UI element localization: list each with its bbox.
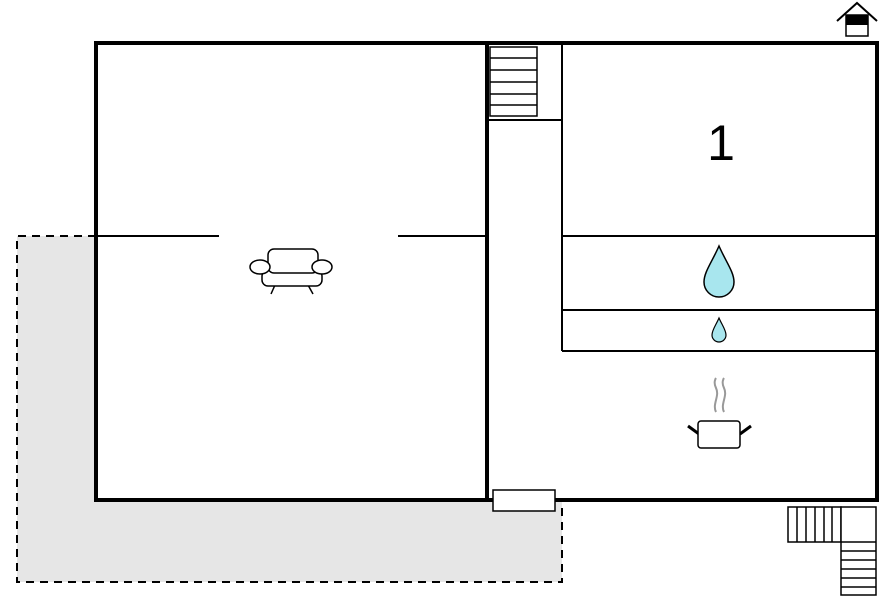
- bedroom-label: 1: [707, 115, 735, 171]
- door-step: [492, 489, 556, 512]
- terrace-outline: [16, 235, 563, 583]
- right-wing: [487, 43, 877, 500]
- water-drop-icon: [703, 244, 735, 298]
- stairs-icon: [489, 46, 538, 117]
- terrace: [17, 236, 562, 582]
- sofa-icon: [249, 248, 333, 295]
- exterior-stairs-icon: [787, 506, 877, 596]
- house-entrance-icon: [836, 1, 878, 37]
- cooking-pot-icon: [687, 377, 752, 449]
- water-drop-small-icon: [711, 316, 727, 343]
